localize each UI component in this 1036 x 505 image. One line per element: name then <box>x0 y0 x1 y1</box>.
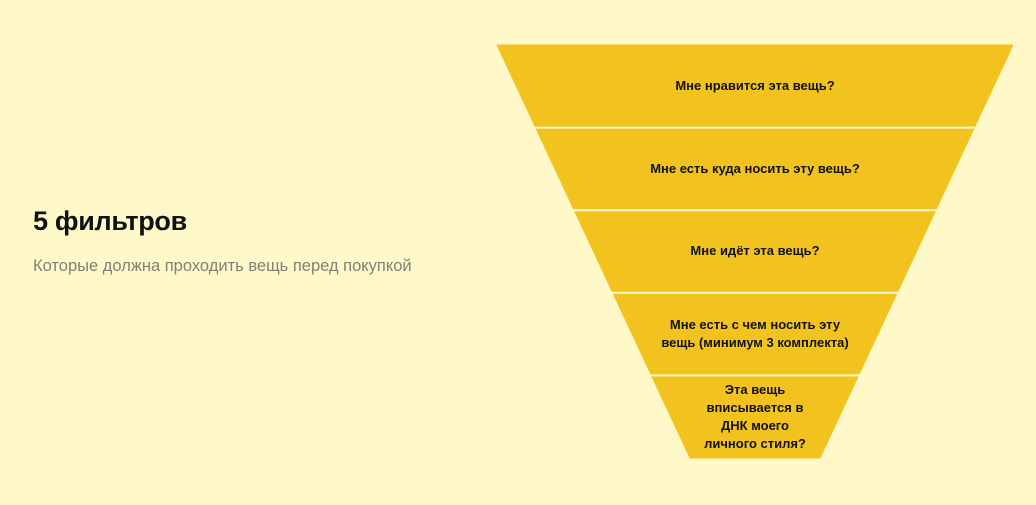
funnel-level-2-label: Мне есть куда носить эту вещь? <box>650 160 860 176</box>
funnel-level-2 <box>535 128 975 210</box>
funnel-level-3-label: Мне идёт эта вещь? <box>690 243 820 259</box>
funnel-level-1 <box>496 44 1014 127</box>
funnel-level-3 <box>574 211 936 292</box>
page-title: 5 фильтров <box>33 206 187 236</box>
funnel-level-4 <box>613 293 897 375</box>
intro-block: 5 фильтров Которые должна проходить вещь… <box>33 205 413 278</box>
funnel-level-4-label: Мне есть с чем носить эту вещь (минимум … <box>661 317 849 351</box>
funnel-level-1-label: Мне нравится эта вещь? <box>675 77 835 93</box>
funnel-level-5-label: Эта вещь вписывается в ДНК моего личного… <box>704 382 806 452</box>
page-subtitle: Которые должна проходить вещь перед поку… <box>33 257 412 275</box>
funnel-level-5 <box>651 376 859 459</box>
